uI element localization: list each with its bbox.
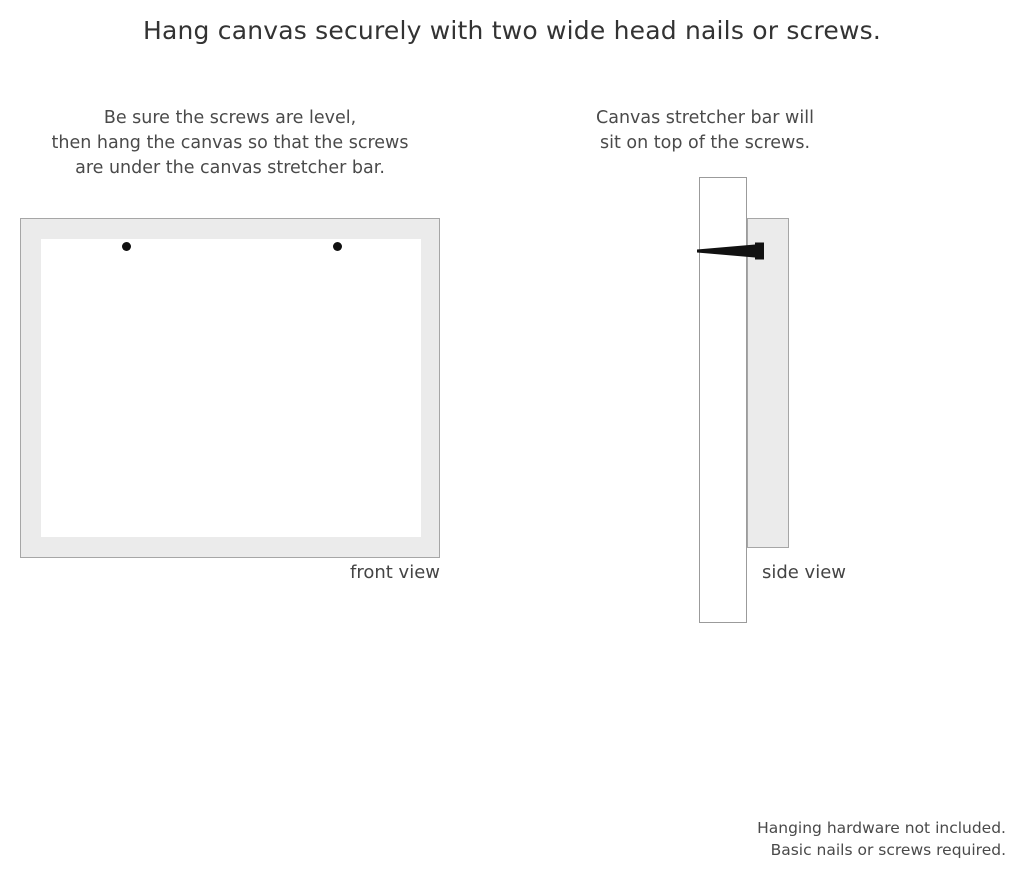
footer-line-1: Hanging hardware not included. [757, 819, 1006, 837]
front-view-diagram [20, 218, 440, 558]
screw-side-icon [697, 242, 764, 260]
footer-note: Hanging hardware not included. Basic nai… [757, 817, 1006, 861]
side-view-diagram [697, 175, 817, 635]
canvas-profile-shape [747, 218, 789, 548]
front-view-caption-line-2: then hang the canvas so that the screws [51, 133, 409, 153]
screw-head-left-icon [122, 242, 131, 251]
screw-head-right-icon [333, 242, 342, 251]
front-view-caption-line-1: Be sure the screws are level, [103, 108, 357, 128]
footer-line-2: Basic nails or screws required. [770, 841, 1006, 859]
side-view-label: side view [761, 562, 846, 583]
page-title: Hang canvas securely with two wide head … [142, 16, 882, 45]
front-view-caption: Be sure the screws are level, then hang … [10, 106, 450, 181]
side-view-caption: Canvas stretcher bar will sit on top of … [560, 106, 850, 156]
front-view-label: front view [350, 562, 440, 583]
side-view-caption-line-1: Canvas stretcher bar will [596, 108, 814, 128]
canvas-frame-inner [41, 239, 421, 537]
canvas-frame-outer [20, 218, 440, 558]
side-view-caption-line-2: sit on top of the screws. [599, 133, 811, 153]
front-view-caption-line-3: are under the canvas stretcher bar. [75, 158, 385, 178]
